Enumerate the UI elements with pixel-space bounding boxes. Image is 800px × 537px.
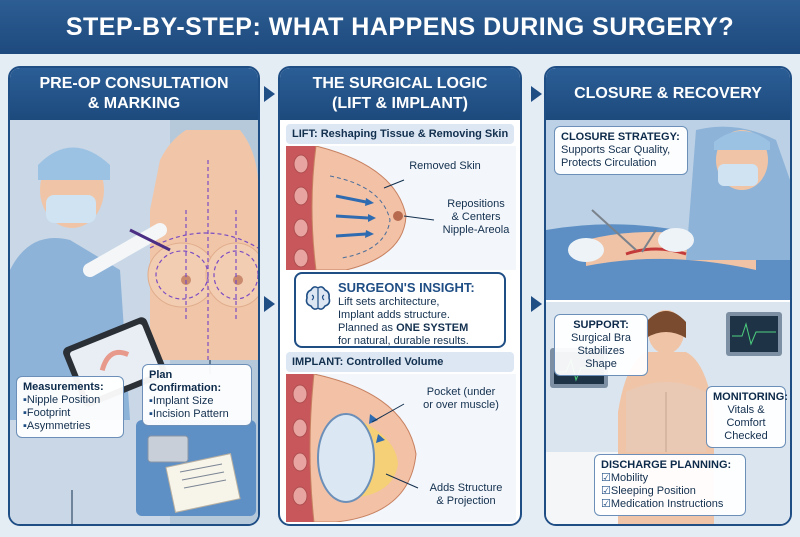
label-line: Pocket (under [426, 386, 496, 398]
surgeon-insight-box: SURGEON'S INSIGHT: Lift sets architectur… [294, 272, 506, 348]
measurement-item: Asymmetries [23, 420, 117, 433]
panel-preop: PRE-OP CONSULTATION & MARKING [8, 66, 260, 526]
panel-closure-title: CLOSURE & RECOVERY [546, 68, 790, 120]
closure-strategy-card: CLOSURE STRATEGY: Supports Scar Quality,… [554, 126, 688, 175]
insight-line: Lift sets architecture, [338, 296, 440, 308]
monitoring-title: MONITORING: [713, 391, 788, 403]
support-line: Surgical Bra [571, 332, 631, 344]
label-line: Nipple-Areola [442, 224, 510, 236]
label-pocket: Pocket (under or over muscle) [406, 386, 516, 412]
implant-header: IMPLANT: Controlled Volume [286, 352, 514, 372]
lift-diagram [286, 146, 516, 270]
flow-arrow-icon [264, 86, 275, 102]
discharge-title: DISCHARGE PLANNING: [601, 459, 732, 471]
measurements-title: Measurements: [23, 381, 104, 393]
monitoring-line: Vitals & [727, 404, 765, 416]
closure-line: Supports Scar Quality, [561, 144, 671, 156]
support-title: SUPPORT: [573, 319, 629, 331]
measurement-item: Footprint [23, 407, 117, 420]
label-line: Repositions [447, 198, 505, 210]
flow-arrow-icon [531, 86, 542, 102]
panel-title-line: (LIFT & IMPLANT) [332, 95, 468, 112]
plan-item: Incision Pattern [149, 408, 245, 421]
label-removed-skin: Removed Skin [409, 160, 481, 172]
discharge-item: Sleeping Position [601, 485, 739, 498]
support-line: Stabilizes Shape [577, 345, 625, 370]
consultation-illustration [10, 120, 258, 524]
insight-line: for natural, durable results. [338, 335, 469, 347]
discharge-item: Medication Instructions [601, 498, 739, 511]
insight-text: Lift sets architecture, Implant adds str… [338, 296, 500, 348]
panel-title-line: THE SURGICAL LOGIC [312, 75, 488, 92]
label-line: Adds Structure [429, 482, 503, 494]
monitoring-line: Comfort [726, 417, 766, 429]
insight-title: SURGEON'S INSIGHT: [338, 280, 475, 295]
discharge-item: Mobility [601, 472, 739, 485]
label-line: & Projection [436, 495, 496, 507]
brain-icon [305, 286, 331, 310]
label-adds-structure: Adds Structure & Projection [416, 482, 516, 508]
implant-diagram [286, 374, 516, 522]
main-title: STEP-BY-STEP: WHAT HAPPENS DURING SURGER… [0, 0, 800, 54]
monitoring-line: Checked [724, 430, 768, 442]
insight-line: Planned as ONE SYSTEM [338, 322, 500, 335]
label-repositions: Repositions & Centers Nipple-Areola [436, 198, 516, 237]
plan-confirmation-card: Plan Confirmation: Implant Size Incision… [142, 364, 252, 426]
measurements-card: Measurements: Nipple Position Footprint … [16, 376, 124, 438]
insight-emphasis: ONE SYSTEM [396, 322, 469, 334]
flow-arrow-icon [264, 296, 275, 312]
panel-title-line: & MARKING [87, 95, 181, 112]
panel-preop-title: PRE-OP CONSULTATION & MARKING [10, 68, 258, 120]
panel-surgical-logic: THE SURGICAL LOGIC (LIFT & IMPLANT) LIFT… [278, 66, 522, 526]
support-card: SUPPORT: Surgical Bra Stabilizes Shape [554, 314, 648, 376]
closure-line: Protects Circulation [561, 157, 657, 169]
insight-text-part: Planned as [338, 322, 397, 334]
measurement-item: Nipple Position [23, 394, 117, 407]
flow-arrow-icon [531, 296, 542, 312]
insight-line: Implant adds structure. [338, 309, 450, 321]
panel-title-line: PRE-OP CONSULTATION [39, 75, 229, 92]
lift-header: LIFT: Reshaping Tissue & Removing Skin [286, 124, 514, 144]
panel-logic-title: THE SURGICAL LOGIC (LIFT & IMPLANT) [280, 68, 520, 120]
plan-item: Implant Size [149, 395, 245, 408]
plan-title: Plan Confirmation: [149, 369, 222, 394]
label-line: or over muscle) [423, 399, 499, 411]
monitoring-card: MONITORING: Vitals & Comfort Checked [706, 386, 788, 448]
discharge-planning-card: DISCHARGE PLANNING: Mobility Sleeping Po… [594, 454, 746, 516]
label-line: & Centers [451, 211, 501, 223]
closure-title: CLOSURE STRATEGY: [561, 131, 680, 143]
panel-title-line: CLOSURE & RECOVERY [574, 85, 762, 102]
panel-closure-recovery: CLOSURE & RECOVERY CLOSURE STRATEGY: Sup… [544, 66, 792, 526]
